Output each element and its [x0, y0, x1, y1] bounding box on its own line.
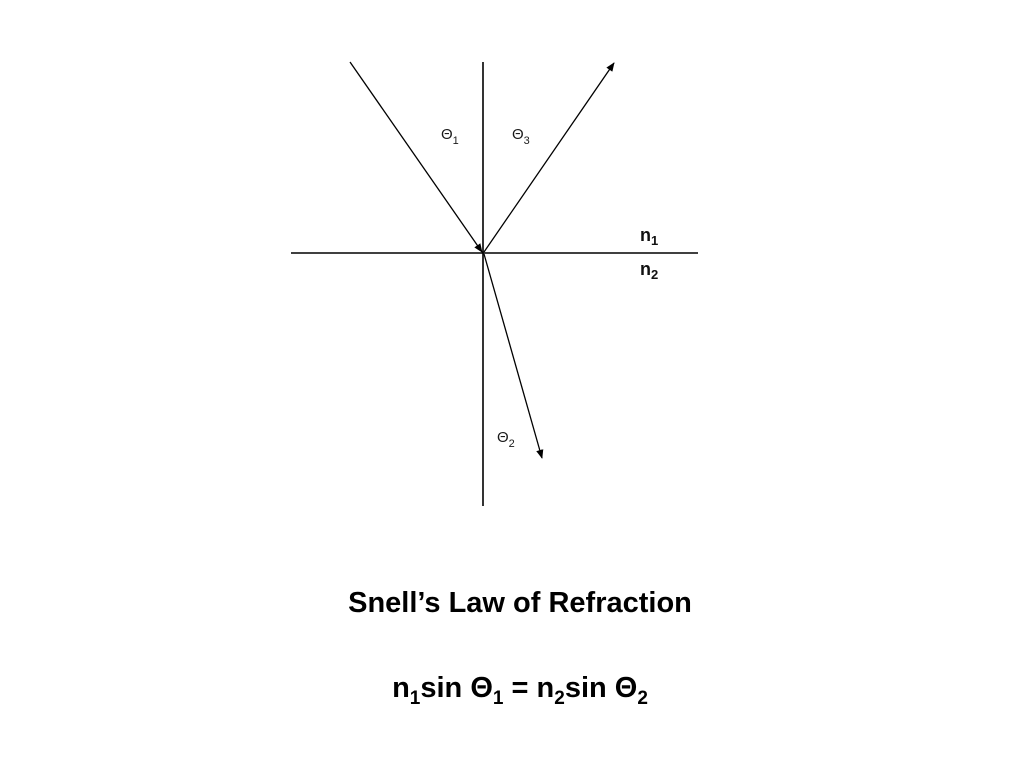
reflected-ray	[483, 62, 615, 253]
n2-label: n2	[640, 259, 658, 282]
page-title: Snell’s Law of Refraction	[348, 587, 692, 619]
theta1-label: Θ1	[441, 126, 459, 147]
theta2-label: Θ2	[497, 429, 515, 450]
incident-ray	[349, 61, 483, 253]
refracted-ray	[483, 253, 544, 459]
snell-formula: n1sin Θ1 = n2sin Θ2	[392, 672, 648, 709]
refraction-diagram: Θ1 Θ3 Θ2 n1 n2	[291, 61, 698, 506]
n1-label: n1	[640, 225, 658, 248]
theta3-label: Θ3	[512, 126, 530, 147]
